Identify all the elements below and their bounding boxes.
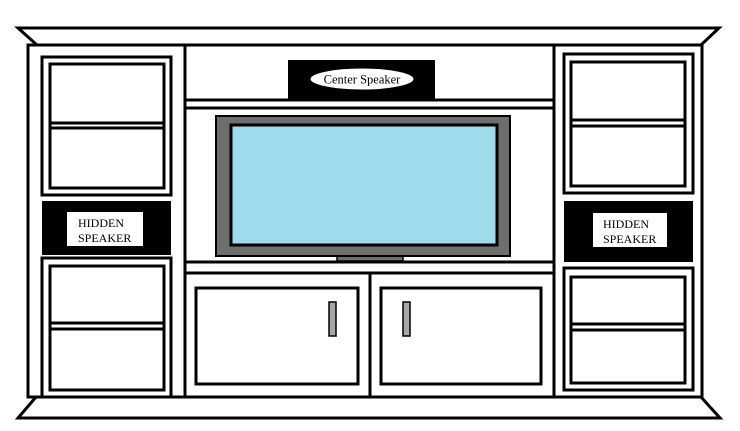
left-speaker-label-line2: SPEAKER (78, 231, 131, 245)
right-hidden-speaker: HIDDEN SPEAKER (564, 201, 693, 262)
center-speaker: Center Speaker (288, 60, 435, 100)
crown-molding (14, 26, 723, 47)
right-speaker-label-line1: HIDDEN (603, 217, 649, 231)
right-upper-door (562, 52, 695, 195)
right-lower-door (562, 266, 695, 392)
lower-left-cabinet-door (194, 286, 360, 386)
left-hidden-speaker: HIDDEN SPEAKER (42, 201, 171, 255)
tv-screen (229, 123, 499, 247)
center-speaker-label-oval (309, 67, 415, 91)
left-door-handle (328, 301, 337, 337)
left-lower-door (40, 256, 173, 399)
left-speaker-label-line1: HIDDEN (78, 216, 124, 230)
lower-right-cabinet-door (379, 286, 543, 386)
left-speaker-label-box (67, 212, 143, 246)
right-speaker-label-line2: SPEAKER (603, 232, 656, 246)
base-plinth (14, 395, 724, 420)
left-upper-door (40, 55, 173, 197)
television (215, 115, 511, 262)
right-speaker-label-box (593, 213, 667, 247)
right-door-handle (402, 301, 411, 337)
center-speaker-label: Center Speaker (324, 73, 402, 87)
